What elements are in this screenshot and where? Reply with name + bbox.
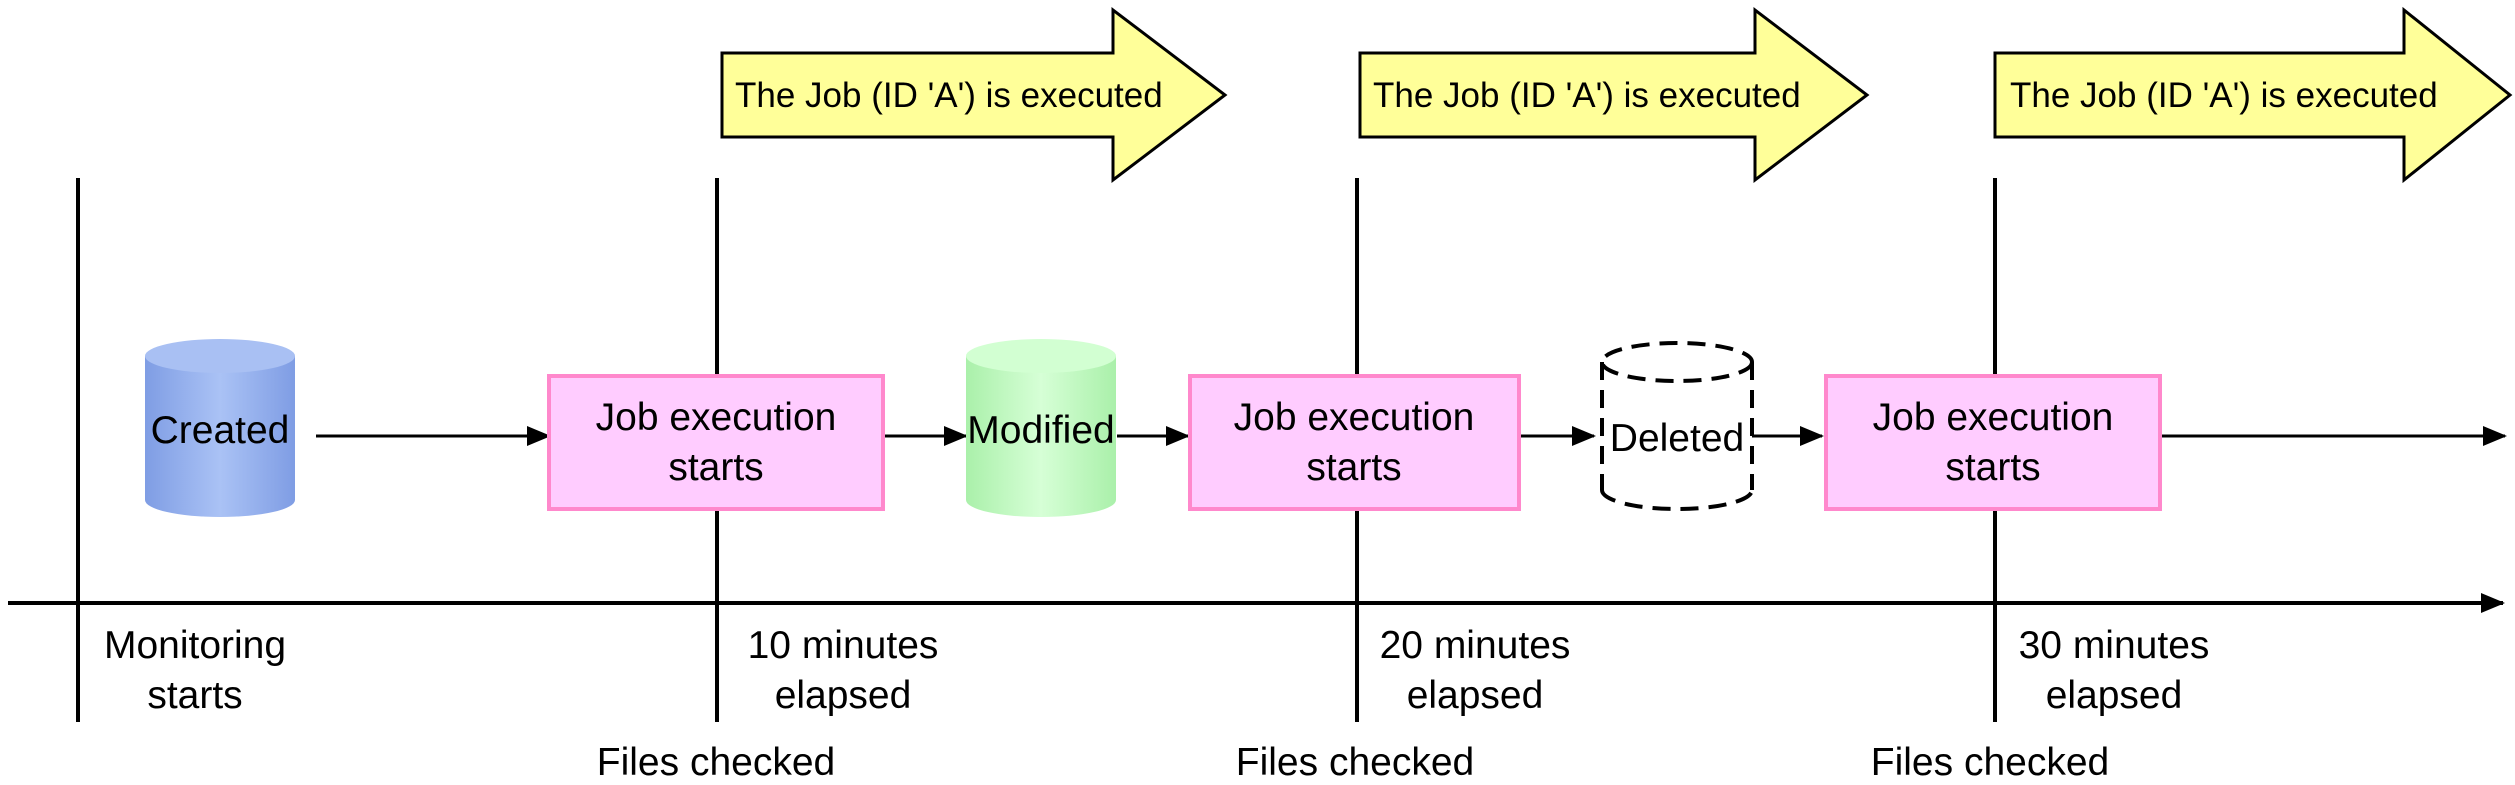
job-box-1-line2: starts xyxy=(668,446,763,489)
job-box-3-line1: Job execution xyxy=(1873,396,2114,439)
job-execution-box-1: Job execution starts xyxy=(547,374,885,511)
timeline-label-10-line1: 10 minutes xyxy=(748,624,939,667)
timeline-label-0-line1: Monitoring xyxy=(104,624,286,667)
created-file-cylinder: Created xyxy=(145,339,295,517)
deleted-file-cylinder: Deleted xyxy=(1600,341,1754,511)
job-box-1-line1: Job execution xyxy=(596,396,837,439)
timeline-label-0: Monitoring starts xyxy=(104,624,286,717)
timeline-label-20-line2: elapsed xyxy=(1407,674,1544,717)
timeline-label-10: 10 minutes elapsed xyxy=(748,624,939,717)
timeline-label-0-line2: starts xyxy=(147,674,242,717)
files-checked-label-2: Files checked xyxy=(1236,741,1474,784)
banner-text-1: The Job (ID 'A') is executed xyxy=(735,76,1163,115)
modified-file-cylinder: Modified xyxy=(966,339,1116,517)
deleted-label: Deleted xyxy=(1610,417,1744,460)
timeline-label-30-line2: elapsed xyxy=(2046,674,2183,717)
files-checked-label-1: Files checked xyxy=(597,741,835,784)
job-box-2-line1: Job execution xyxy=(1234,396,1475,439)
job-box-2-line2: starts xyxy=(1306,446,1401,489)
timeline-label-20: 20 minutes elapsed xyxy=(1380,624,1571,717)
banner-text-2: The Job (ID 'A') is executed xyxy=(1373,76,1801,115)
job-execution-box-3: Job execution starts xyxy=(1824,374,2162,511)
job-box-3-line2: starts xyxy=(1945,446,2040,489)
banner-arrow-3: The Job (ID 'A') is executed xyxy=(1993,6,2513,184)
banner-arrow-2: The Job (ID 'A') is executed xyxy=(1358,6,1870,184)
timeline-label-10-line2: elapsed xyxy=(775,674,912,717)
files-checked-label-3: Files checked xyxy=(1871,741,2109,784)
timeline-label-30: 30 minutes elapsed xyxy=(2019,624,2210,717)
timeline-label-30-line1: 30 minutes xyxy=(2019,624,2210,667)
modified-label: Modified xyxy=(967,409,1114,452)
job-execution-box-2: Job execution starts xyxy=(1188,374,1521,511)
timeline-label-20-line1: 20 minutes xyxy=(1380,624,1571,667)
banner-text-3: The Job (ID 'A') is executed xyxy=(2010,76,2438,115)
banner-arrow-1: The Job (ID 'A') is executed xyxy=(720,6,1228,184)
created-label: Created xyxy=(151,409,290,452)
